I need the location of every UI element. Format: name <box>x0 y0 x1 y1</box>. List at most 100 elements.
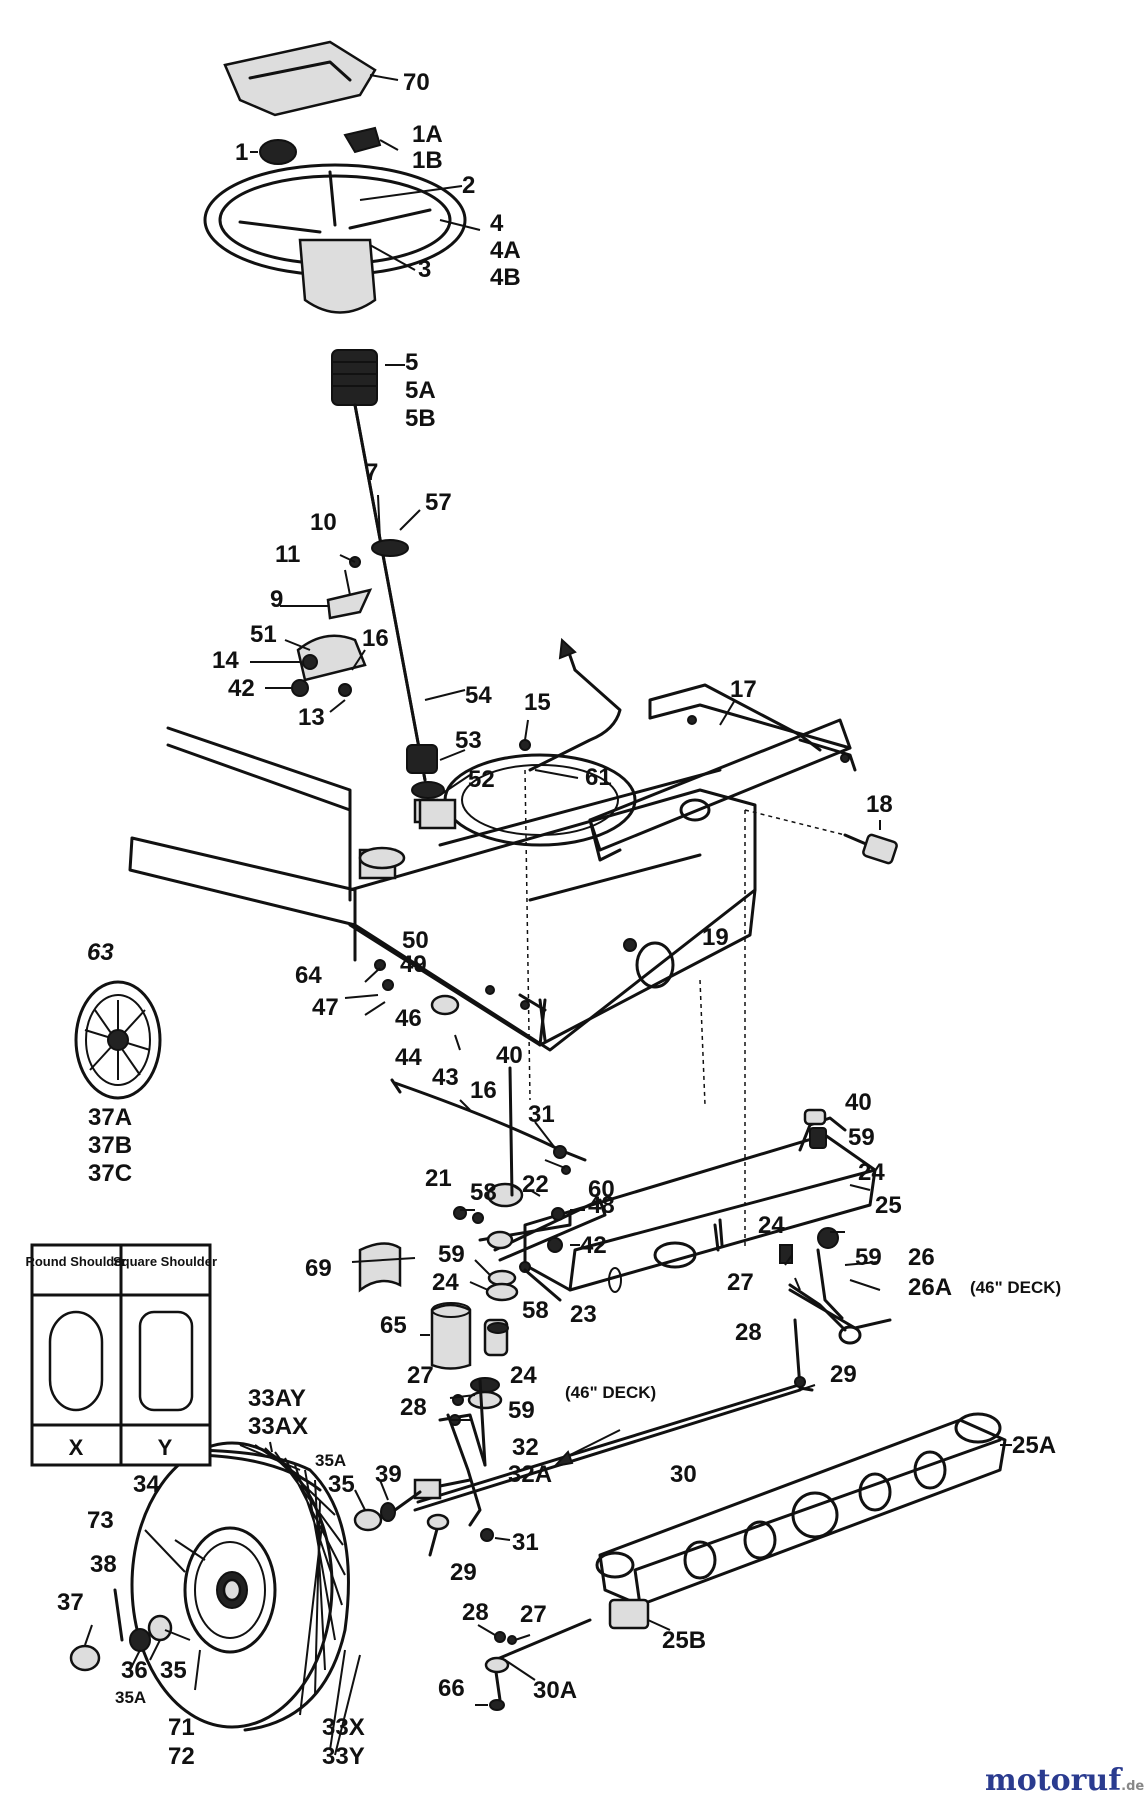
callout-37a: 37A <box>88 1104 132 1131</box>
callout-43: 43 <box>432 1064 459 1091</box>
callout-50: 50 <box>402 927 429 954</box>
callout-66: 66 <box>438 1675 465 1702</box>
callout-10: 10 <box>310 509 337 536</box>
right-spindle-assembly-drawing <box>779 1108 892 1345</box>
callout-1a: 1A <box>412 121 443 148</box>
callout-16-upper: 16 <box>362 625 389 652</box>
bushing-pieces-drawing <box>351 1242 509 1370</box>
callout-32: 32 <box>512 1434 539 1461</box>
callout-59-right-top: 59 <box>848 1124 875 1151</box>
callout-72: 72 <box>168 1743 195 1770</box>
callout-58-upper: 58 <box>470 1179 497 1206</box>
callout-70: 70 <box>403 69 430 96</box>
axle-hardware-drawing <box>69 1588 191 1672</box>
hubcap-drawing <box>74 980 162 1100</box>
callout-37: 37 <box>57 1589 84 1616</box>
callout-35a-lower: 35A <box>115 1688 146 1707</box>
washers-drawing <box>353 1479 422 1532</box>
callout-26: 26 <box>908 1244 935 1271</box>
callout-33ax: 33AX <box>248 1413 308 1440</box>
reference-lines <box>524 769 746 1250</box>
callout-71: 71 <box>168 1714 195 1741</box>
callout-46-deck-right: (46" DECK) <box>970 1278 1061 1297</box>
callout-31-upper: 31 <box>528 1101 555 1128</box>
callout-60: 60 <box>588 1176 615 1203</box>
callout-46: 46 <box>395 1005 422 1032</box>
callout-73: 73 <box>87 1507 114 1534</box>
callout-40-right: 40 <box>845 1089 872 1116</box>
callout-69: 69 <box>305 1255 332 1282</box>
callout-31-lower: 31 <box>512 1529 539 1556</box>
callout-51: 51 <box>250 621 277 648</box>
legend-square-shoulder-label: Square Shoulder <box>113 1254 217 1269</box>
lower-spindle-drawing <box>475 1618 592 1711</box>
wheel-inserts-drawing <box>250 126 399 165</box>
callout-11: 11 <box>275 541 300 568</box>
callout-1: 1 <box>235 139 248 166</box>
callout-23: 23 <box>570 1301 597 1328</box>
callout-16-lower: 16 <box>470 1077 497 1104</box>
callout-48: 48 <box>588 1192 615 1219</box>
long-tie-rod-drawing <box>413 1318 816 1512</box>
callout-37b: 37B <box>88 1132 132 1159</box>
legend-code-y: Y <box>158 1435 173 1460</box>
callout-24-lower: 24 <box>510 1362 537 1389</box>
callout-4a: 4A <box>490 237 521 264</box>
callout-26a: 26A <box>908 1274 952 1301</box>
cable-drawing <box>519 637 622 779</box>
callout-21: 21 <box>425 1165 452 1192</box>
callout-40-left: 40 <box>496 1042 523 1069</box>
callout-28-left: 28 <box>400 1394 427 1421</box>
left-spindle-lower-drawing <box>413 1377 511 1557</box>
wheel-tire-drawing <box>130 1441 361 1756</box>
round-shoulder-profile-icon <box>48 1310 104 1412</box>
callout-25: 25 <box>875 1192 902 1219</box>
callout-37c: 37C <box>88 1160 132 1187</box>
callout-64: 64 <box>295 962 322 989</box>
callout-18: 18 <box>866 791 893 818</box>
callout-14: 14 <box>212 647 239 674</box>
callout-61: 61 <box>585 764 612 791</box>
callout-24-mid: 24 <box>758 1212 785 1239</box>
callout-39: 39 <box>375 1461 402 1488</box>
callout-5b: 5B <box>405 405 436 432</box>
callout-25a: 25A <box>1012 1432 1056 1459</box>
callout-7: 7 <box>365 459 378 486</box>
tie-rod-upper-drawing <box>390 1078 587 1162</box>
bolt-18-drawing <box>744 809 898 865</box>
callout-42-lower: 42 <box>580 1232 607 1259</box>
callout-44: 44 <box>395 1044 422 1071</box>
callout-59-right: 59 <box>855 1244 882 1271</box>
callout-5a: 5A <box>405 377 436 404</box>
callout-15: 15 <box>524 689 551 716</box>
callout-17: 17 <box>730 676 757 703</box>
callout-1b: 1B <box>412 147 443 174</box>
left-spindle-assembly-drawing <box>453 1066 607 1302</box>
callout-33x: 33X <box>322 1714 365 1741</box>
callout-24-right-top: 24 <box>858 1159 885 1186</box>
callout-25b: 25B <box>662 1627 706 1654</box>
callout-29-right: 29 <box>830 1361 857 1388</box>
bracket-assembly-drawing <box>250 554 373 713</box>
callout-13: 13 <box>298 704 325 731</box>
callout-47: 47 <box>312 994 339 1021</box>
watermark-suffix: .de <box>1121 1779 1144 1794</box>
square-shoulder-profile-icon <box>138 1310 194 1412</box>
callout-36: 36 <box>121 1657 148 1684</box>
callout-59-left: 59 <box>438 1241 465 1268</box>
callout-28-right: 28 <box>735 1319 762 1346</box>
callout-32a: 32A <box>508 1461 552 1488</box>
callout-52: 52 <box>468 766 495 793</box>
callout-33ay: 33AY <box>248 1385 306 1412</box>
callout-30a: 30A <box>533 1677 577 1704</box>
callout-35a-upper: 35A <box>315 1451 346 1470</box>
callout-19: 19 <box>702 924 729 951</box>
callout-3: 3 <box>418 256 431 283</box>
front-bumper-drawing <box>595 1412 1012 1631</box>
callout-57: 57 <box>425 489 452 516</box>
callout-58-lower: 58 <box>522 1297 549 1324</box>
callout-53: 53 <box>455 727 482 754</box>
callout-24-left: 24 <box>432 1269 459 1296</box>
steering-cap-drawing <box>223 40 399 117</box>
callout-labels: 70 1 1A 1B 2 4 4A 4B 3 5 5A 5B 7 57 10 1… <box>57 69 1061 1770</box>
